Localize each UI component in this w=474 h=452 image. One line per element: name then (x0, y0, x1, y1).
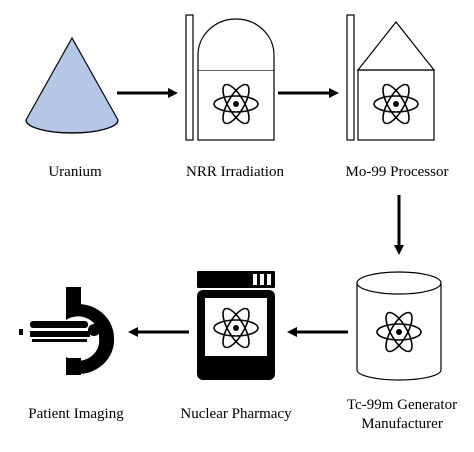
label-mo99-processor: Mo-99 Processor (345, 164, 449, 180)
scanner-patient-icon (19, 287, 115, 375)
cone-icon (25, 36, 119, 134)
reactor-dome-atom-icon (185, 14, 275, 141)
label-patient-imaging: Patient Imaging (28, 406, 124, 422)
label-tc99m-line1: Tc-99m Generator (346, 397, 458, 413)
processor-building-atom-icon (346, 14, 436, 141)
pill-bottle-atom-icon (197, 271, 275, 380)
label-tc99m-line2: Manufacturer (361, 416, 443, 432)
label-nrr-irradiation: NRR Irradiation (186, 164, 284, 180)
label-nuclear-pharmacy: Nuclear Pharmacy (180, 406, 292, 422)
label-uranium: Uranium (48, 164, 102, 180)
generator-cylinder-atom-icon (356, 271, 442, 381)
